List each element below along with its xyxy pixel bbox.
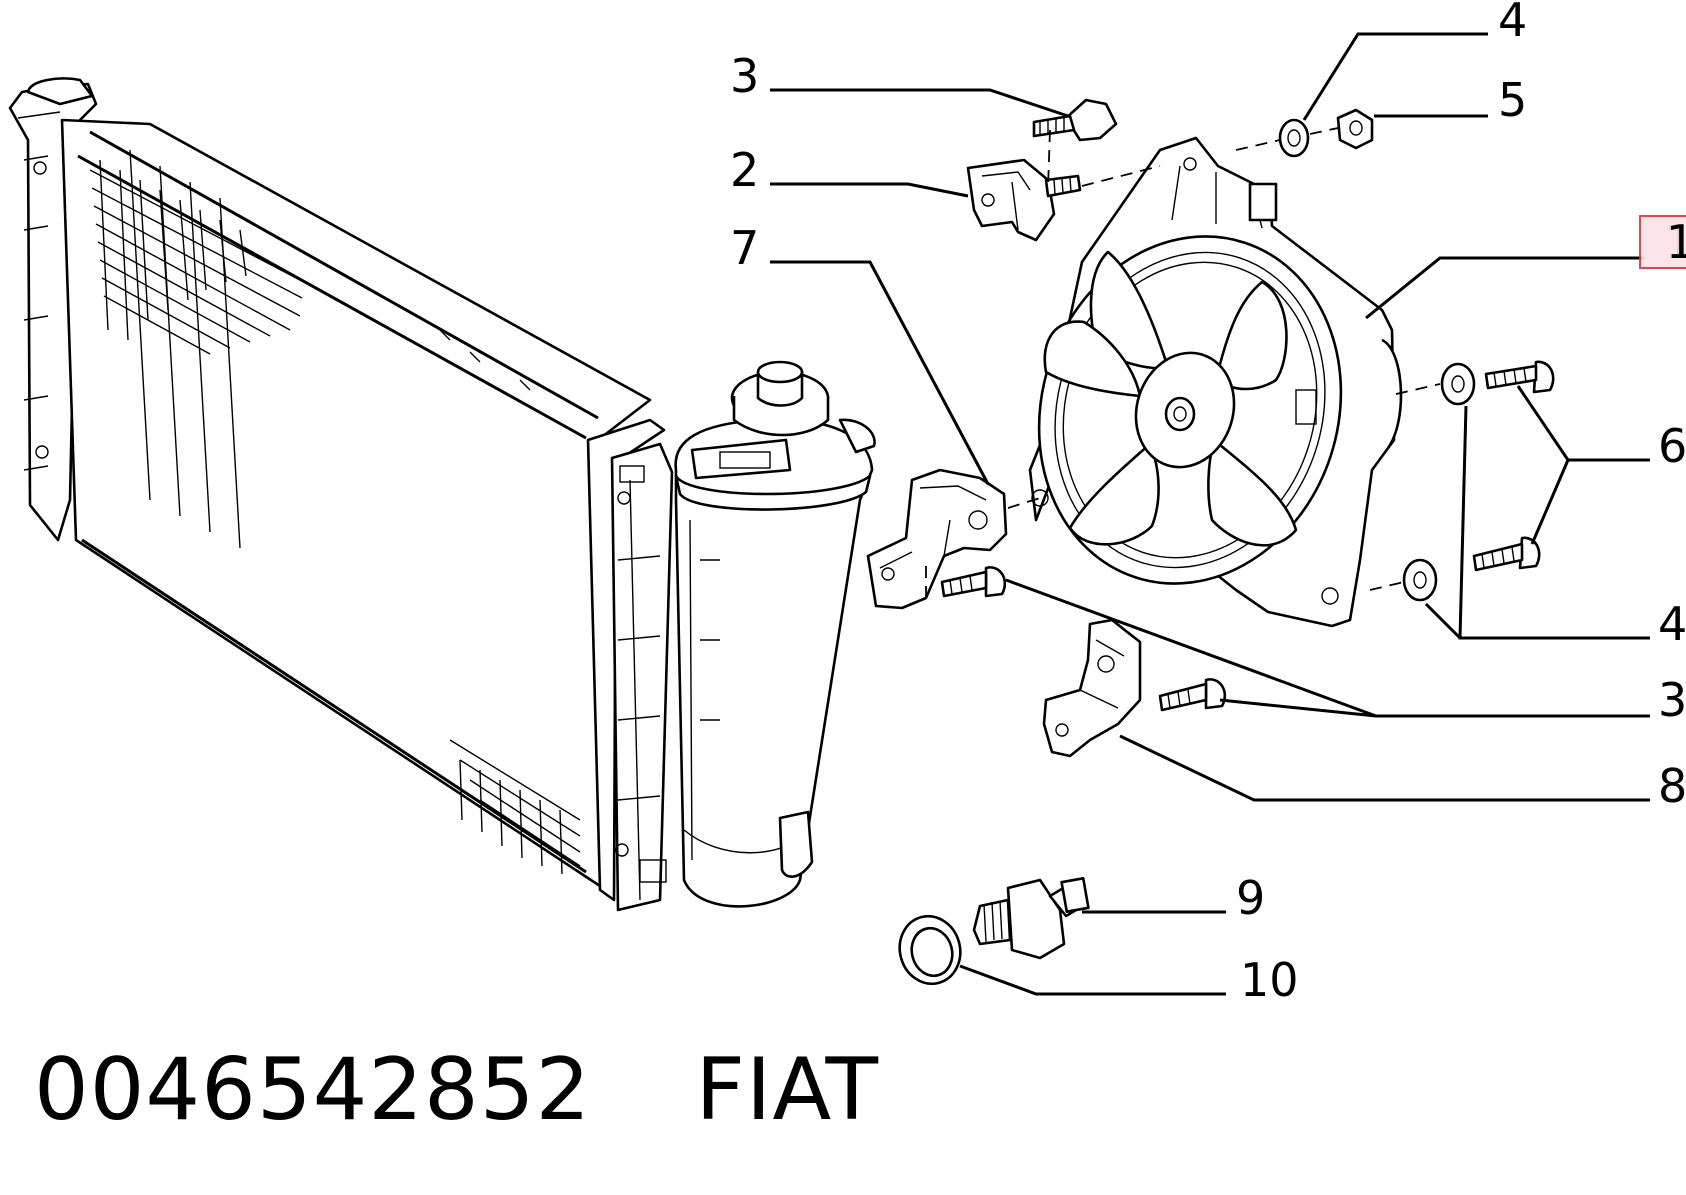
bracket-7 (866, 468, 1008, 610)
part-caption: 0046542852 FIAT (34, 1040, 879, 1140)
callout-2: 2 (730, 143, 759, 197)
radiator (8, 77, 674, 912)
part-number: 0046542852 (34, 1040, 592, 1140)
stud-bracket-2 (1044, 174, 1082, 198)
callout-1-highlight (1639, 215, 1686, 269)
callout-4-right: 4 (1658, 597, 1686, 651)
screw-6-lower (1472, 536, 1541, 572)
screw-6-upper (1484, 360, 1555, 394)
callout-8: 8 (1658, 759, 1686, 813)
fasteners (898, 98, 1555, 986)
brand-name: FIAT (695, 1040, 880, 1140)
callout-3-top: 3 (730, 49, 759, 103)
screw-3-lower-left (940, 566, 1007, 598)
callout-10: 10 (1240, 953, 1299, 1007)
callout-9: 9 (1236, 871, 1265, 925)
callout-numbers: 1 1 2 3 3 4 4 5 6 7 8 9 10 (730, 0, 1686, 1007)
callout-1-text: 1 (1666, 215, 1686, 269)
leader-lines (770, 32, 1650, 996)
callout-5: 5 (1498, 73, 1527, 127)
callout-7: 7 (730, 221, 759, 275)
expansion-tank (674, 360, 876, 908)
screw-3-lower-right (1158, 678, 1227, 712)
callout-4-top: 4 (1498, 0, 1527, 47)
callout-6: 6 (1658, 419, 1686, 473)
screw-3-top (1032, 98, 1118, 142)
callout-3-right: 3 (1658, 673, 1686, 727)
bracket-2 (966, 158, 1056, 242)
bracket-8 (1042, 618, 1142, 758)
cooling-fan-assembly (1028, 136, 1403, 628)
temperature-sensor-9 (972, 877, 1090, 960)
assembly-dashed-lines (925, 127, 1441, 600)
washer-4-top (1278, 118, 1310, 158)
nut-5 (1336, 108, 1374, 150)
washer-4-right-lower (1402, 558, 1438, 602)
washer-4-right-upper (1440, 362, 1476, 406)
